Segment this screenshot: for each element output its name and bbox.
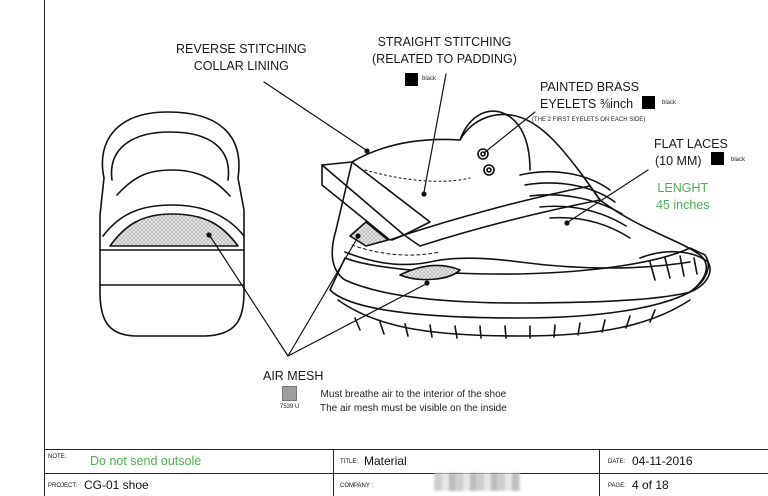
air-mesh-color-swatch (282, 386, 297, 401)
air-mesh-note-2: The air mesh must be visible on the insi… (320, 403, 507, 414)
label-air-mesh: AIR MESH (263, 369, 324, 383)
title-caption: TITLE: (340, 459, 359, 465)
date-cell: DATE: 04-11-2016 (600, 450, 768, 473)
straight-stitching-swatch-label: black (422, 76, 437, 82)
page-value: 4 of 18 (632, 478, 669, 492)
title-block: NOTE: Do not send outsole TITLE: Materia… (44, 449, 768, 496)
air-mesh-color-code: 7539 U (280, 404, 300, 410)
air-mesh-note-1: Must breathe air to the interior of the … (320, 389, 507, 400)
page-cell: PAGE: 4 of 18 (600, 473, 768, 496)
drawing-frame (44, 0, 768, 496)
label-straight-stitching-line2: (RELATED TO PADDING) (372, 52, 517, 66)
company-caption: COMPANY : (340, 483, 374, 489)
note-value: Do not send outsole (90, 454, 202, 468)
title-cell: TITLE: Material (334, 450, 600, 473)
date-value: 04-11-2016 (632, 454, 693, 468)
label-flat-laces: FLAT LACES (654, 136, 728, 153)
label-reverse-stitching-line2: COLLAR LINING (193, 59, 289, 73)
lace-length-title: LENGHT (657, 181, 709, 195)
page-caption: PAGE: (608, 483, 626, 489)
note-cell: NOTE: Do not send outsole (44, 450, 334, 473)
date-caption: DATE: (608, 459, 626, 465)
lace-length: LENGHT 45 inches (656, 180, 710, 214)
company-value-redacted (434, 473, 520, 491)
note-caption: NOTE: (48, 454, 67, 460)
laces-swatch-label: black (731, 157, 746, 163)
label-reverse-stitching: REVERSE STITCHING COLLAR LINING (176, 41, 307, 75)
company-cell: COMPANY : (334, 473, 600, 496)
lace-length-value: 45 inches (656, 198, 710, 212)
label-eyelets: PAINTED BRASS EYELETS ⅜inch (540, 79, 639, 113)
label-eyelets-line1: PAINTED BRASS (540, 80, 640, 94)
laces-color-swatch (711, 152, 724, 165)
project-value: CG-01 shoe (84, 478, 149, 492)
label-straight-stitching: STRAIGHT STITCHING (RELATED TO PADDING) (372, 34, 517, 68)
title-block-row-2: PROJECT: CG-01 shoe COMPANY : PAGE: 4 of… (44, 473, 768, 496)
eyelets-note: (THE 2 FIRST EYELETS ON EACH SIDE) (532, 117, 646, 123)
air-mesh-notes: Must breathe air to the interior of the … (320, 388, 507, 416)
project-caption: PROJECT: (48, 483, 78, 489)
project-cell: PROJECT: CG-01 shoe (44, 473, 334, 496)
label-flat-laces-line2: (10 MM) (655, 154, 702, 168)
straight-stitching-color-swatch (405, 73, 418, 86)
shoe-side-view (321, 110, 711, 339)
label-reverse-stitching-line1: REVERSE STITCHING (176, 42, 307, 56)
label-flat-laces-line1: FLAT LACES (654, 137, 728, 151)
eyelets-swatch-label: black (662, 100, 677, 106)
leader-lines (206, 73, 649, 357)
title-value: Material (364, 454, 407, 468)
shoe-back-view (99, 111, 245, 337)
label-eyelets-line2: EYELETS ⅜inch (540, 97, 634, 111)
eyelets-color-swatch (642, 96, 655, 109)
label-straight-stitching-line1: STRAIGHT STITCHING (377, 35, 512, 49)
title-block-row-1: NOTE: Do not send outsole TITLE: Materia… (44, 450, 768, 474)
shoe-illustration (99, 73, 711, 357)
